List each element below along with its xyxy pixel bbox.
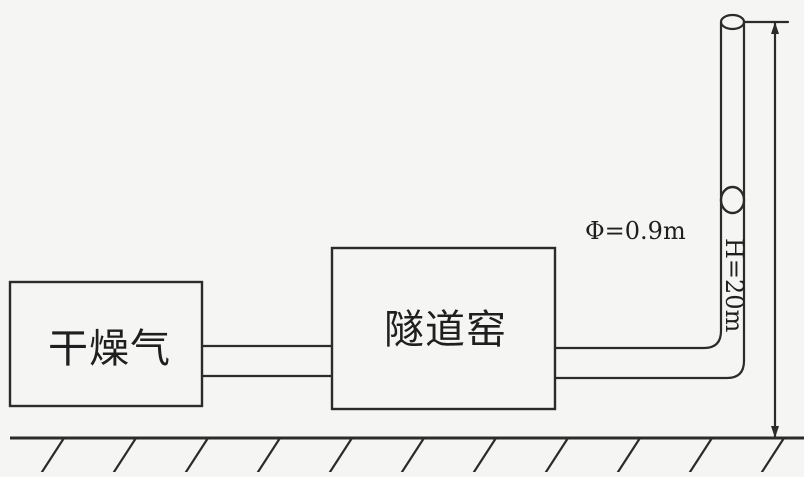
- ground-hatch-5: [328, 436, 354, 474]
- diameter-label: Φ=0.9m: [585, 217, 686, 245]
- ground-hatch-3: [184, 436, 210, 474]
- ground-hatch-1: [40, 436, 66, 474]
- ground-hatch-7: [472, 436, 498, 474]
- kiln-label: 隧道窑: [384, 307, 507, 353]
- dryer-label: 干燥气: [48, 326, 171, 372]
- chimney-section-ellipse: [719, 185, 746, 215]
- ground-hatch-11: [760, 436, 786, 474]
- dryer-box: [8, 280, 204, 408]
- chimney-top-cap: [719, 13, 746, 31]
- ground-hatch-4: [256, 436, 282, 474]
- kiln-box: [330, 246, 557, 411]
- ground-hatch-10: [688, 436, 714, 474]
- ground-hatch-6: [400, 436, 426, 474]
- height-label: H=20m: [720, 238, 748, 333]
- height-dimension-bottom-arrow: [771, 426, 779, 438]
- ground-hatch-8: [544, 436, 570, 474]
- flue-pipe-inner: [553, 20, 746, 380]
- ground-hatch-2: [112, 436, 138, 474]
- height-dimension-top-arrow: [771, 22, 779, 34]
- flue-pipe-outer: [553, 20, 723, 350]
- ground-hatching: [40, 436, 786, 474]
- ground-hatch-9: [616, 436, 642, 474]
